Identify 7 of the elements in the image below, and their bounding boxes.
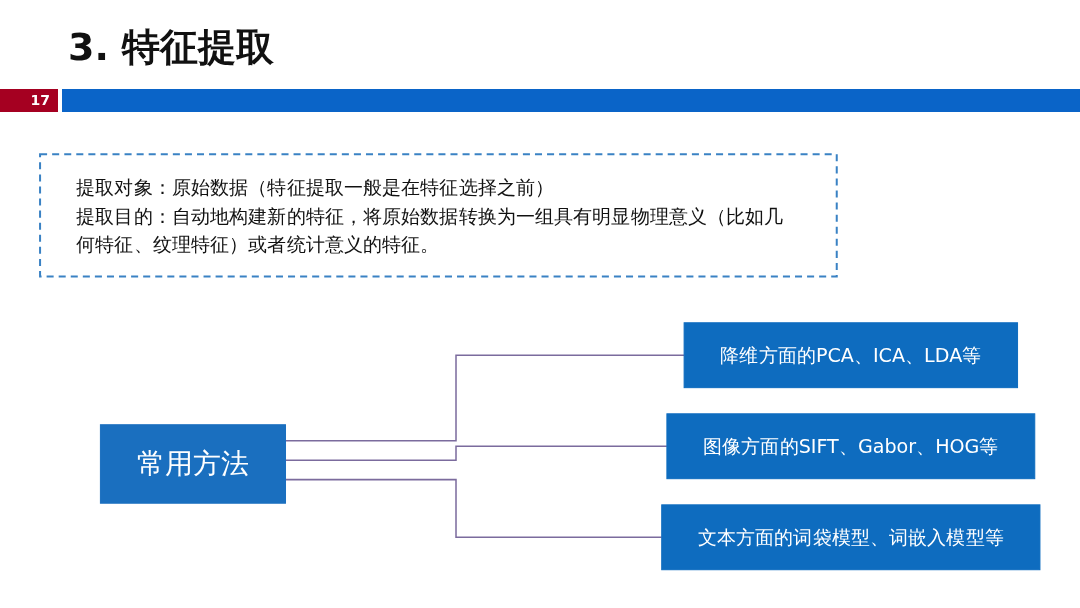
node-box: 降维方面的PCA、ICA、LDA等 [683, 322, 1019, 389]
node-box: 常用方法 [99, 424, 286, 504]
page-number: 17 [0, 89, 58, 112]
slide-title: 3. 特征提取 [68, 24, 275, 70]
node-box: 文本方面的词袋模型、词嵌入模型等 [661, 504, 1041, 571]
node-box: 提取对象：原始数据（特征提取一般是在特征选择之前） 提取目的：自动地构建新的特征，将原始数据转换为一组具有明显物理意义（比如几何特征、纹理特征）或者统计意义的特征。 [39, 153, 838, 278]
node-box: 图像方面的SIFT、Gabor、HOG等 [666, 413, 1036, 480]
